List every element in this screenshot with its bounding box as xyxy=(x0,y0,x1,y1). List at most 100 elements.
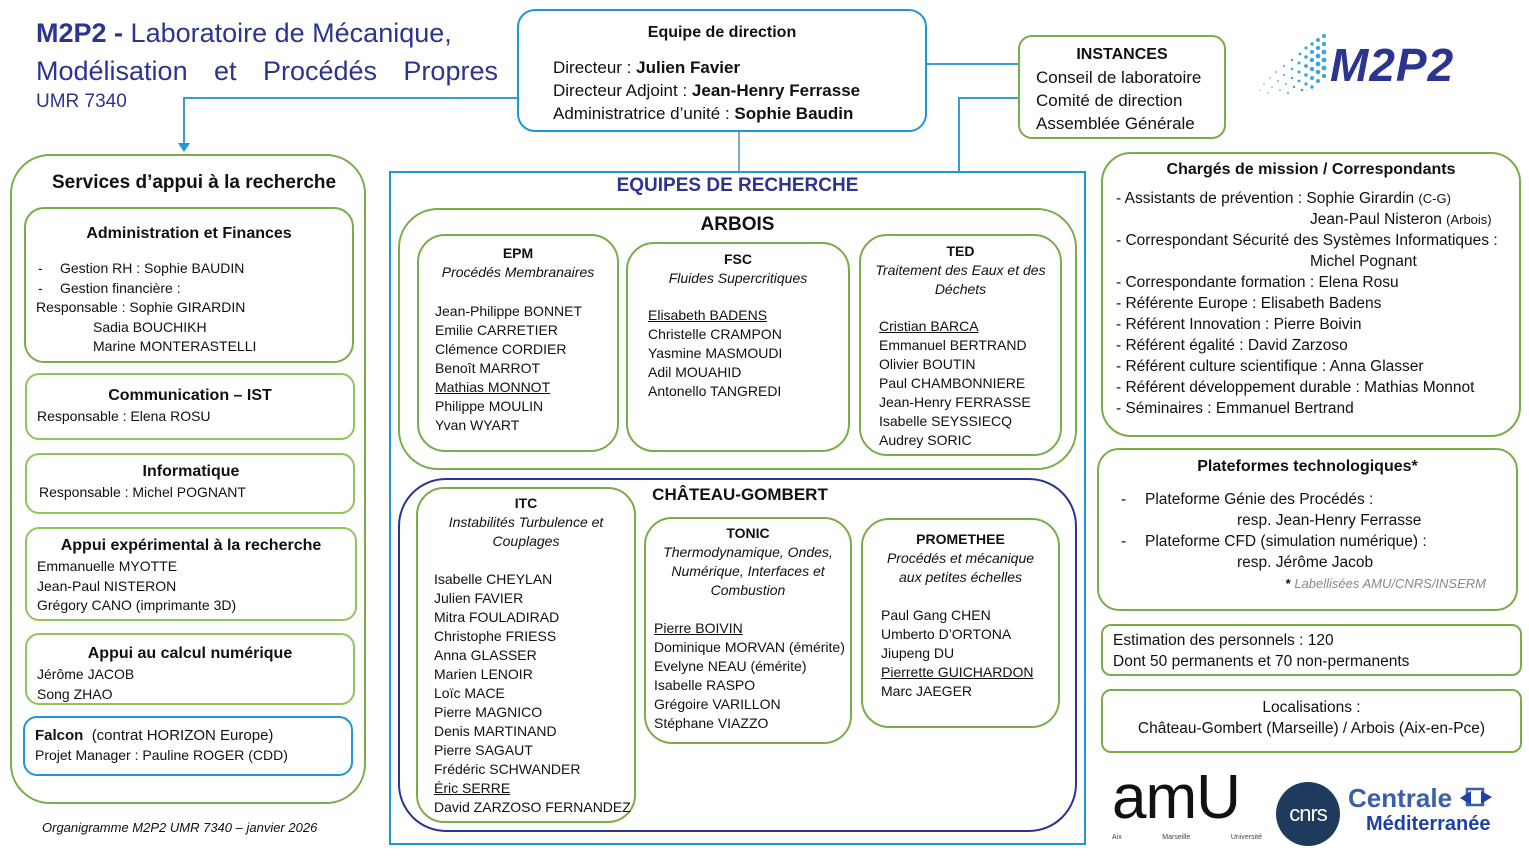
platform-name: Plateforme CFD (simulation numérique) : xyxy=(1145,533,1427,550)
chateau-gombert-title: CHÂTEAU-GOMBERT xyxy=(652,485,828,504)
mission-text: - Référent égalité : David Zarzoso xyxy=(1116,337,1348,354)
calcul-title: Appui au calcul numérique xyxy=(87,645,293,662)
mission-text: - Référent Innovation : Pierre Boivin xyxy=(1116,316,1362,333)
amu-word: Marseille xyxy=(1162,834,1191,841)
team-member: Christophe FRIESS xyxy=(434,628,557,644)
team-epm: EPM Procédés Membranaires Jean-Philippe … xyxy=(417,234,619,452)
team-description: Procédés Membranaires xyxy=(441,264,595,280)
logo-text: M2P2 xyxy=(1330,39,1455,91)
team-member: Philippe MOULIN xyxy=(435,398,544,414)
team-member: Paul CHAMBONNIERE xyxy=(879,375,1026,391)
umr-label: UMR 7340 xyxy=(36,91,127,112)
falcon-box: Falcon (contrat HORIZON Europe) Projet M… xyxy=(23,716,353,776)
arrow-down-icon xyxy=(178,143,190,152)
mission-item: - Référent égalité : David Zarzoso xyxy=(1116,335,1519,356)
admin-title: Administration et Finances xyxy=(86,225,292,242)
research-teams-box xyxy=(389,171,1086,845)
platform-item: -Plateforme Génie des Procédés : xyxy=(1121,491,1374,508)
centrale-word: Centrale xyxy=(1348,783,1453,813)
team-itc: ITC Instabilités Turbulence et Couplages… xyxy=(416,487,636,823)
communication-box: Communication – IST Responsable : Elena … xyxy=(25,373,355,440)
platform-resp: resp. Jean-Henry Ferrasse xyxy=(1237,512,1422,529)
team-member: Marien LENOIR xyxy=(434,666,533,682)
team-member: Emmanuel BERTRAND xyxy=(879,337,1027,353)
cnrs-logo: cnrs xyxy=(1276,782,1340,846)
globe-dots-icon xyxy=(1259,34,1327,94)
mission-site: (Arbois) xyxy=(1446,212,1492,227)
team-member: Pierre SAGAUT xyxy=(434,742,533,758)
instances-title: INSTANCES xyxy=(1076,46,1168,63)
team-member: Benoît MARROT xyxy=(435,360,541,376)
mission-text: - Référente Europe : Elisabeth Badens xyxy=(1116,295,1382,312)
team-description: Fluides Supercritiques xyxy=(668,270,808,286)
team-member: Isabelle CHEYLAN xyxy=(434,571,553,587)
team-member: Julien FAVIER xyxy=(434,590,524,606)
team-code: EPM xyxy=(502,245,534,261)
mission-text: - Référent développement durable : Mathi… xyxy=(1116,379,1475,396)
direction-row: Administratrice d’unité : Sophie Baudin xyxy=(553,102,925,125)
team-member: Dominique MORVAN (émérite) xyxy=(654,639,845,655)
team-member: Emilie CARRETIER xyxy=(435,322,558,338)
mission-text: - Correspondante formation : Elena Rosu xyxy=(1116,274,1399,291)
admin-line-text: Gestion financière : xyxy=(60,279,181,296)
team-member: Denis MARTINAND xyxy=(434,723,557,739)
calcul-member: Jérôme JACOB xyxy=(37,666,135,682)
amu-logo-text: amU xyxy=(1112,763,1241,832)
mission-text: Michel Pognant xyxy=(1310,253,1417,270)
team-member: Pierre MAGNICO xyxy=(434,704,543,720)
team-member: Isabelle SEYSSIECQ xyxy=(879,413,1013,429)
locations-value: Château-Gombert (Marseille) / Arbois (Ai… xyxy=(1137,720,1486,737)
team-member: Yvan WYART xyxy=(435,417,520,433)
mission-item: - Référent Innovation : Pierre Boivin xyxy=(1116,314,1519,335)
informatique-title: Informatique xyxy=(142,463,240,480)
team-member: Marc JAEGER xyxy=(881,683,973,699)
chateau-gombert-site-box xyxy=(398,478,1077,832)
mission-site: (C-G) xyxy=(1418,191,1451,206)
centrale-line-2: Méditerranée xyxy=(1366,813,1491,835)
direction-row: Directeur : Julien Favier xyxy=(553,56,925,79)
team-member: Éric SERRE xyxy=(434,780,511,796)
mission-item: - Correspondant Sécurité des Systèmes In… xyxy=(1116,230,1519,251)
admin-line: -Gestion RH : Sophie BAUDIN xyxy=(38,260,245,276)
role-label: Directeur : xyxy=(553,58,637,77)
connector-direction-research xyxy=(738,132,740,172)
missions-box: Chargés de mission / Correspondants - As… xyxy=(1101,152,1521,437)
centrale-logo: Centrale Méditerranée xyxy=(1346,784,1516,844)
platforms-box: Plateformes technologiques* -Plateforme … xyxy=(1097,448,1518,611)
team-member: Jean-Philippe BONNET xyxy=(435,303,583,319)
falcon-subtitle: (contrat HORIZON Europe) xyxy=(91,727,274,744)
platforms-title: Plateformes technologiques* xyxy=(1197,458,1418,475)
mission-text: - Référent culture scientifique : Anna G… xyxy=(1116,358,1424,375)
team-ted: TED Traitement des Eaux et des Déchets C… xyxy=(859,234,1062,456)
team-member: Cristian BARCA xyxy=(879,318,979,334)
m2p2-logo: M2P2 xyxy=(1252,30,1512,100)
note-text: Labellisées AMU/CNRS/INSERM xyxy=(1294,576,1486,591)
mission-text: - Assistants de prévention : Sophie Gira… xyxy=(1116,190,1419,207)
experimental-member: Jean-Paul NISTERON xyxy=(37,577,177,594)
team-member: Pierre BOIVIN xyxy=(654,620,743,636)
mission-item: Michel Pognant xyxy=(1116,251,1519,272)
connector-direction-instances xyxy=(927,63,1019,65)
centrale-emblem-icon xyxy=(1460,787,1493,807)
team-member: Grégoire VARILLON xyxy=(654,696,781,712)
admin-member: Sadia BOUCHIKH xyxy=(93,318,207,335)
team-member: Jiupeng DU xyxy=(881,645,955,661)
team-member: Paul Gang CHEN xyxy=(881,607,991,623)
direction-title: Equipe de direction xyxy=(647,24,797,41)
team-member: Clémence CORDIER xyxy=(435,341,567,357)
research-title: EQUIPES DE RECHERCHE xyxy=(616,175,859,196)
admin-line-text: Gestion RH : Sophie BAUDIN xyxy=(60,260,245,276)
falcon-title: Falcon xyxy=(35,727,84,744)
team-member: Pierrette GUICHARDON xyxy=(881,664,1034,680)
team-fsc: FSC Fluides Supercritiques Elisabeth BAD… xyxy=(626,242,850,452)
connector-instances-research-v xyxy=(958,97,960,172)
amu-word: Aix xyxy=(1112,834,1122,841)
mission-item: - Référent développement durable : Mathi… xyxy=(1116,377,1519,398)
admin-responsable: Responsable : Sophie GIRARDIN xyxy=(36,299,246,315)
instance-item: Conseil de laboratoire xyxy=(1036,68,1202,87)
team-description: Traitement des Eaux et des Déchets xyxy=(875,262,1046,297)
team-code: FSC xyxy=(724,251,752,267)
communication-line: Responsable : Elena ROSU xyxy=(37,408,211,424)
